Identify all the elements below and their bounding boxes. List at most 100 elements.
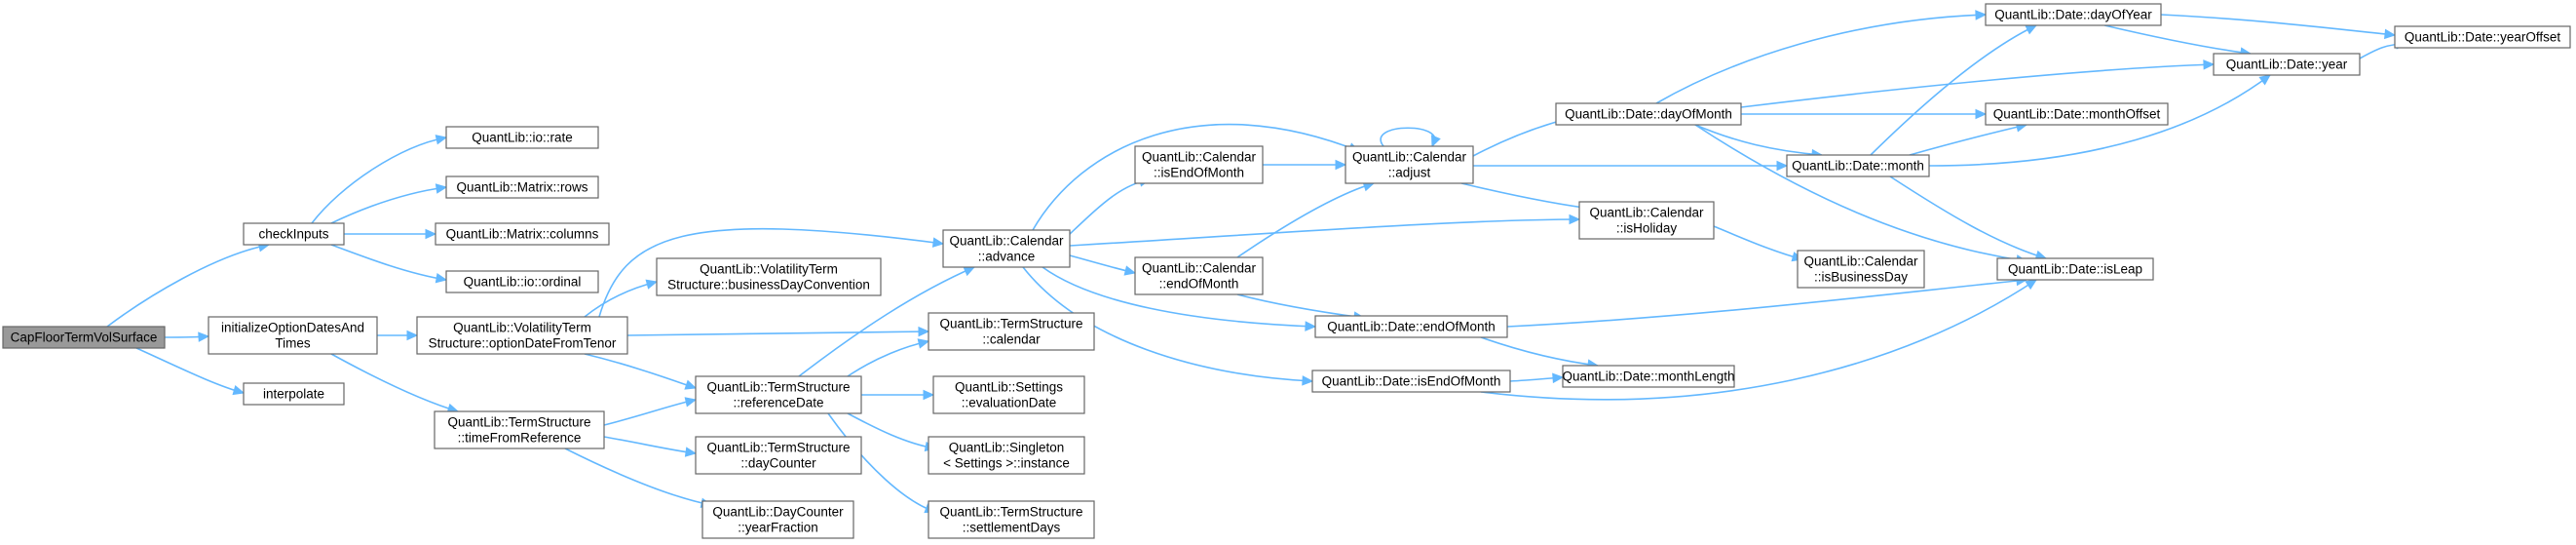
node-timeFromReference[interactable]: QuantLib::TermStructure::timeFromReferen… xyxy=(434,410,605,449)
node-yearFraction[interactable]: QuantLib::DayCounter::yearFraction xyxy=(701,500,854,539)
node-ioRate[interactable]: QuantLib::io::rate xyxy=(445,126,599,149)
edge-dateDayOfMonth-to-dateDayOfYear xyxy=(1655,10,1988,104)
edge-dateDayOfMonth-to-dateYear-line xyxy=(1740,63,2215,108)
node-evaluationDate[interactable]: QuantLib::Settings::evaluationDate xyxy=(932,375,1085,414)
node-dateDayOfMonth[interactable]: QuantLib::Date::dayOfMonth xyxy=(1555,102,1742,126)
edge-optionDateFromTenor-to-businessDayConvention xyxy=(584,279,659,318)
node-calEndOfMonth[interactable]: QuantLib::Calendar::endOfMonth xyxy=(1134,256,1264,295)
node-dateMonthLength[interactable]: QuantLib::Date::monthLength xyxy=(1562,365,1735,388)
edge-checkInputs-to-ioOrdinal-line xyxy=(330,244,447,281)
edge-root-to-interpolate-line xyxy=(135,347,245,394)
edge-timeFromReference-to-yearFraction-line xyxy=(564,448,712,506)
edge-dateDayOfMonth-to-dateIsLeap xyxy=(1694,124,2028,265)
node-label: Structure::optionDateFromTenor xyxy=(429,336,617,351)
node-label: QuantLib::VolatilityTerm xyxy=(453,321,591,335)
node-tsCalendar[interactable]: QuantLib::TermStructure::calendar xyxy=(928,312,1095,351)
node-singletonInstance[interactable]: QuantLib::Singleton< Settings >::instanc… xyxy=(928,436,1085,475)
edge-calAdvance-to-dateIsEndOfMonth-arrowhead xyxy=(1302,375,1314,386)
edge-optionDateFromTenor-to-referenceDate xyxy=(584,353,698,390)
node-label: QuantLib::DayCounter xyxy=(712,505,844,520)
edge-optionDateFromTenor-to-calAdvance-arrowhead xyxy=(931,237,945,248)
node-dateMonthOffset[interactable]: QuantLib::Date::monthOffset xyxy=(1985,102,2169,126)
node-checkInputs[interactable]: checkInputs xyxy=(243,222,345,246)
node-label: Times xyxy=(275,336,310,351)
node-dateDayOfYear[interactable]: QuantLib::Date::dayOfYear xyxy=(1985,3,2162,26)
node-matrixColumns[interactable]: QuantLib::Matrix::columns xyxy=(435,222,610,246)
node-root[interactable]: CapFloorTermVolSurface xyxy=(2,326,166,349)
node-dateYear[interactable]: QuantLib::Date::year xyxy=(2213,53,2361,76)
edge-optionDateFromTenor-to-businessDayConvention-arrowhead xyxy=(645,279,659,290)
node-calIsHoliday[interactable]: QuantLib::Calendar::isHoliday xyxy=(1578,201,1715,240)
node-label: QuantLib::Date::monthLength xyxy=(1562,370,1734,384)
node-calIsEndOfMonth[interactable]: QuantLib::Calendar::isEndOfMonth xyxy=(1134,145,1264,184)
node-label: ::advance xyxy=(978,250,1036,264)
node-box xyxy=(1314,315,1508,338)
node-dayCounter[interactable]: QuantLib::TermStructure::dayCounter xyxy=(695,436,862,475)
edge-calAdvance-to-dateEndOfMonth-line xyxy=(1042,266,1316,328)
node-label: ::isBusinessDay xyxy=(1814,270,1908,285)
node-box xyxy=(942,229,1071,268)
edge-checkInputs-to-matrixRows-arrowhead xyxy=(435,183,448,194)
node-box xyxy=(1578,201,1715,240)
edge-calAdvance-to-calIsHoliday-arrowhead xyxy=(1569,214,1581,225)
edge-timeFromReference-to-yearFraction xyxy=(564,448,713,508)
node-calAdjust[interactable]: QuantLib::Calendar::adjust xyxy=(1345,145,1474,184)
node-dateMonth[interactable]: QuantLib::Date::month xyxy=(1786,154,1930,177)
node-box xyxy=(1562,365,1735,388)
node-label: QuantLib::Matrix::rows xyxy=(456,180,587,195)
node-referenceDate[interactable]: QuantLib::TermStructure::referenceDate xyxy=(695,375,862,414)
edge-dateDayOfMonth-to-dateMonthOffset-arrowhead xyxy=(1975,108,1988,120)
edge-referenceDate-to-evaluationDate-arrowhead xyxy=(923,389,935,401)
node-dateYearOffset[interactable]: QuantLib::Date::yearOffset xyxy=(2394,25,2571,49)
edge-dateDayOfMonth-to-dateMonth-line xyxy=(1694,124,1823,156)
node-matrixRows[interactable]: QuantLib::Matrix::rows xyxy=(445,175,599,199)
edge-calAdjust-to-calIsHoliday-line xyxy=(1460,182,1599,211)
edge-calAdvance-to-calIsHoliday-line xyxy=(1069,218,1580,247)
node-box xyxy=(434,410,605,449)
edge-referenceDate-to-tsCalendar-arrowhead xyxy=(917,338,930,349)
node-box xyxy=(243,222,345,246)
node-dateIsEndOfMonth[interactable]: QuantLib::Date::isEndOfMonth xyxy=(1311,370,1511,393)
node-calAdvance[interactable]: QuantLib::Calendar::advance xyxy=(942,229,1071,268)
edge-initDates-to-timeFromReference-line xyxy=(330,353,459,412)
node-box xyxy=(1134,256,1264,295)
node-label: QuantLib::io::rate xyxy=(472,131,573,145)
node-calIsBusinessDay[interactable]: QuantLib::Calendar::isBusinessDay xyxy=(1797,250,1925,289)
edge-dateDayOfMonth-to-dateMonth xyxy=(1694,124,1824,160)
node-settlementDays[interactable]: QuantLib::TermStructure::settlementDays xyxy=(928,500,1095,539)
edge-dateDayOfYear-to-dateYearOffset-arrowhead xyxy=(2384,28,2397,40)
node-label: CapFloorTermVolSurface xyxy=(11,331,158,345)
node-box xyxy=(928,500,1095,539)
edge-calAdvance-to-dateEndOfMonth xyxy=(1042,266,1317,331)
node-label: ::yearFraction xyxy=(738,521,818,535)
node-interpolate[interactable]: interpolate xyxy=(243,382,345,406)
edge-dateIsEndOfMonth-to-dateIsLeap-line xyxy=(1480,279,2037,401)
node-label: QuantLib::Date::dayOfYear xyxy=(1994,8,2152,22)
node-optionDateFromTenor[interactable]: QuantLib::VolatilityTermStructure::optio… xyxy=(416,316,628,355)
edge-checkInputs-to-matrixColumns xyxy=(344,228,437,240)
edge-calEndOfMonth-to-calAdjust xyxy=(1236,181,1376,258)
node-label: QuantLib::TermStructure xyxy=(706,380,850,395)
edge-timeFromReference-to-referenceDate-line xyxy=(603,399,697,426)
edge-initDates-to-optionDateFromTenor xyxy=(376,330,419,341)
node-dateEndOfMonth[interactable]: QuantLib::Date::endOfMonth xyxy=(1314,315,1508,338)
node-box xyxy=(416,316,628,355)
edge-dateMonth-to-dateMonthOffset-line xyxy=(1909,124,2027,156)
node-label: QuantLib::Calendar xyxy=(1142,261,1257,276)
node-box xyxy=(2394,25,2571,49)
node-box xyxy=(1985,102,2169,126)
node-label: QuantLib::io::ordinal xyxy=(464,275,582,290)
node-box xyxy=(445,175,599,199)
edge-calAdjust-to-calIsHoliday xyxy=(1460,182,1600,214)
node-label: ::isHoliday xyxy=(1616,221,1678,236)
edge-calAdvance-to-calAdjust-line xyxy=(1032,123,1360,231)
node-ioOrdinal[interactable]: QuantLib::io::ordinal xyxy=(445,270,599,293)
node-businessDayConvention[interactable]: QuantLib::VolatilityTermStructure::busin… xyxy=(656,257,882,296)
node-dateIsLeap[interactable]: QuantLib::Date::isLeap xyxy=(1996,257,2154,281)
edge-referenceDate-to-calAdvance-arrowhead xyxy=(963,266,976,277)
edge-initDates-to-optionDateFromTenor-arrowhead xyxy=(406,330,419,341)
edge-checkInputs-to-matrixColumns-arrowhead xyxy=(425,228,437,240)
node-box xyxy=(2213,53,2361,76)
